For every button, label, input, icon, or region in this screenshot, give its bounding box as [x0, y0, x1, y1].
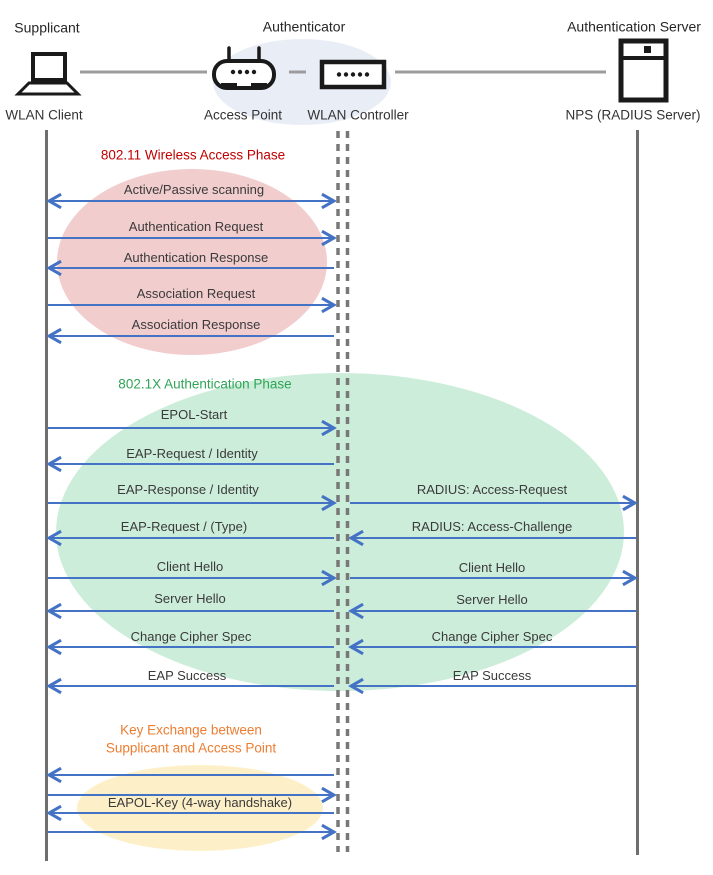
wlan-client-label: WLAN Client	[5, 107, 83, 123]
message-label-assoc-request: Association Request	[136, 285, 256, 301]
message-label-eapol-key: EAPOL-Key (4-way handshake)	[107, 794, 293, 810]
wireless-access-phase-ellipse	[57, 169, 327, 355]
nps-radius-server-label: NPS (RADIUS Server)	[565, 107, 701, 123]
wlan-controller-icon	[319, 59, 387, 90]
phase-title-wireless-access: 802.11 Wireless Access Phase	[100, 147, 286, 163]
server-icon	[618, 38, 669, 103]
message-label-radius-access-challenge: RADIUS: Access-Challenge	[411, 518, 573, 534]
message-label-eap-success-right: EAP Success	[452, 667, 532, 683]
message-arrows	[46, 192, 638, 841]
message-label-server-hello-right: Server Hello	[456, 591, 528, 607]
message-label-eap-request-type: EAP-Request / (Type)	[120, 518, 248, 534]
message-label-client-hello-right: Client Hello	[458, 559, 526, 575]
phase-title-key-exchange-line1: Key Exchange between	[120, 722, 262, 738]
laptop-icon	[14, 52, 82, 96]
phase-title-key-exchange-line2: Supplicant and Access Point	[105, 740, 277, 756]
message-label-epol-start: EPOL-Start	[160, 406, 228, 422]
message-label-client-hello-left: Client Hello	[156, 558, 224, 574]
phase-title-authentication: 802.1X Authentication Phase	[118, 376, 292, 392]
message-label-scanning: Active/Passive scanning	[123, 181, 265, 197]
message-label-assoc-response: Association Response	[131, 316, 261, 332]
access-point-label: Access Point	[203, 107, 283, 123]
authenticator-lifeline	[336, 131, 350, 852]
message-label-radius-access-request: RADIUS: Access-Request	[416, 481, 568, 497]
message-label-eap-request-identity: EAP-Request / Identity	[126, 445, 258, 461]
message-label-eap-response-identity: EAP-Response / Identity	[117, 481, 259, 497]
message-label-eap-success-left: EAP Success	[147, 667, 227, 683]
message-label-server-hello-left: Server Hello	[154, 590, 226, 606]
auth-server-role-label: Authentication Server	[567, 18, 701, 35]
access-point-icon	[212, 46, 276, 90]
message-label-change-cipher-right: Change Cipher Spec	[431, 628, 553, 644]
message-label-auth-request: Authentication Request	[128, 218, 264, 234]
wlan-controller-label: WLAN Controller	[307, 107, 409, 123]
message-label-change-cipher-left: Change Cipher Spec	[130, 628, 252, 644]
supplicant-role-label: Supplicant	[14, 19, 80, 36]
authenticator-role-label: Authenticator	[262, 18, 346, 35]
message-label-auth-response: Authentication Response	[123, 249, 269, 265]
key-exchange-phase-ellipse	[77, 765, 323, 851]
